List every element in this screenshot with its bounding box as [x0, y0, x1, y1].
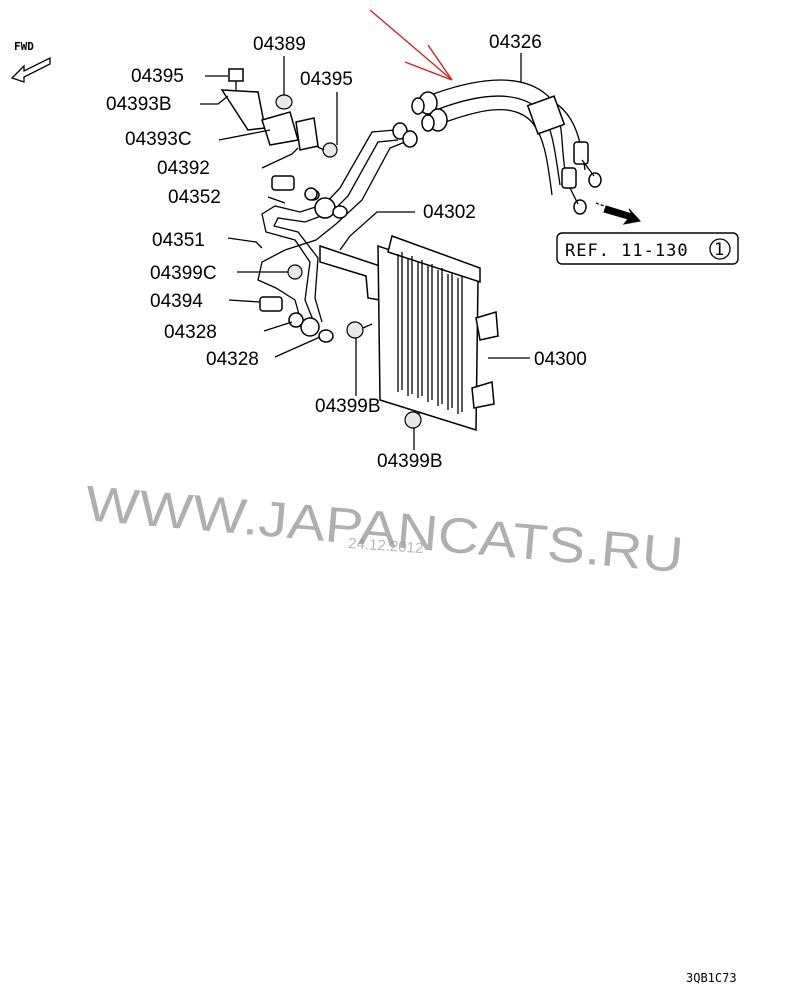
part-label-04351[interactable]: 04351 — [152, 230, 205, 251]
ref-arrow-icon — [603, 205, 641, 225]
part-label-04328-upper[interactable]: 04328 — [164, 322, 217, 343]
part-label-04328-lower[interactable]: 04328 — [206, 349, 259, 370]
ref-circle-number: 1 — [714, 240, 725, 260]
fwd-label: FWD — [14, 40, 34, 53]
part-labels: 04389 04395 04395 04393B 04393C 04392 04… — [106, 32, 587, 472]
part-label-04389[interactable]: 04389 — [253, 34, 306, 55]
watermark-text: WWW.JAPANCATS.RU — [83, 475, 686, 583]
part-label-04399C[interactable]: 04399C — [150, 263, 217, 284]
part-label-04395-upper[interactable]: 04395 — [131, 66, 184, 87]
small-parts-drawing — [220, 68, 429, 429]
leader-lines — [200, 53, 530, 450]
annotation-arrow-icon — [369, 9, 453, 81]
bracket-04302-drawing — [319, 244, 381, 301]
oil-cooler-04300-drawing — [377, 235, 499, 432]
ref-box[interactable]: REF. 11-130 1 — [556, 232, 739, 265]
part-label-04302[interactable]: 04302 — [423, 202, 476, 223]
part-label-04393C[interactable]: 04393C — [125, 129, 192, 150]
fwd-arrow-icon — [10, 56, 51, 83]
part-label-04326[interactable]: 04326 — [489, 32, 542, 53]
ref-label: REF. 11-130 — [565, 241, 689, 261]
hose-04326-drawing — [411, 79, 602, 215]
part-label-04392[interactable]: 04392 — [157, 158, 210, 179]
part-label-04393B[interactable]: 04393B — [106, 94, 172, 115]
part-label-04399B-lower[interactable]: 04399B — [377, 451, 443, 472]
part-label-04300[interactable]: 04300 — [534, 349, 587, 370]
part-label-04352[interactable]: 04352 — [168, 187, 221, 208]
part-label-04395-right[interactable]: 04395 — [300, 69, 353, 90]
watermark: WWW.JAPANCATS.RU 24.12.2012 — [83, 475, 686, 583]
drawing-code: 3QB1C73 — [686, 971, 737, 985]
ref-circle-icon — [709, 238, 731, 260]
part-label-04399B-upper[interactable]: 04399B — [315, 396, 381, 417]
part-label-04394[interactable]: 04394 — [150, 291, 203, 312]
watermark-date: 24.12.2012 — [348, 535, 424, 557]
fwd-indicator: FWD — [10, 40, 51, 83]
